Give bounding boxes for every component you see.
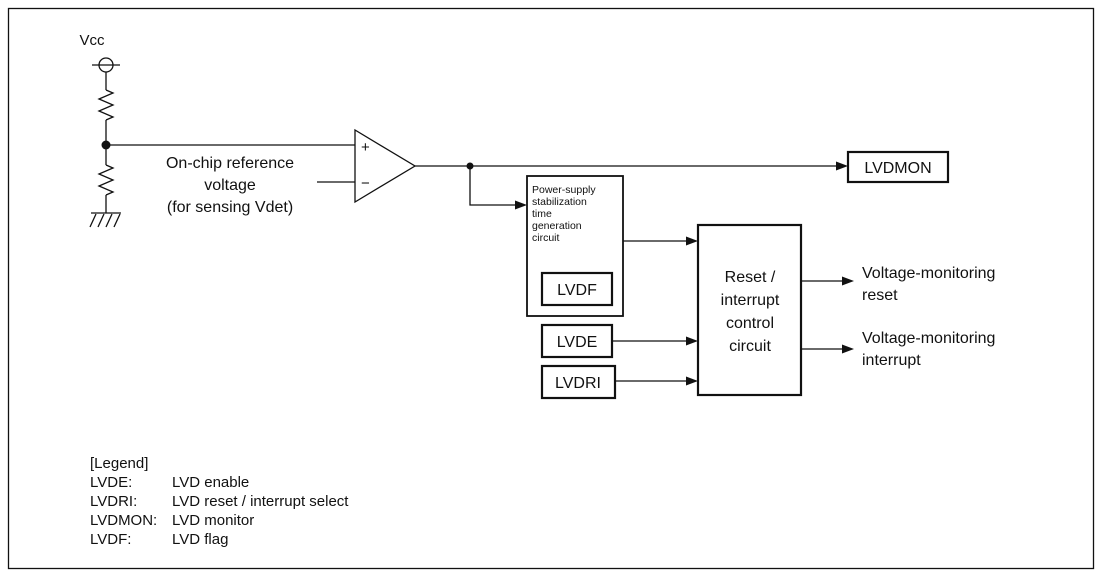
- lvde-label: LVDE: [557, 334, 598, 351]
- comparator-plus: +: [361, 139, 370, 156]
- stabilization-line2: stabilization: [532, 196, 587, 208]
- lower-resistor-icon: [97, 164, 115, 196]
- legend-value-lvdf: LVD flag: [172, 531, 228, 548]
- arrow-to-control-3: [686, 376, 698, 386]
- upper-resistor-icon: [97, 89, 115, 121]
- arrow-interrupt-output: [842, 344, 854, 354]
- stabilization-line1: Power-supply: [532, 184, 596, 196]
- control-block: [696, 223, 803, 397]
- legend-value-lvdri: LVD reset / interrupt select: [172, 493, 349, 510]
- reference-label-line3: (for sensing Vdet): [167, 199, 293, 216]
- arrow-to-stabilization: [515, 200, 527, 210]
- legend-value-lvdmon: LVD monitor: [172, 512, 254, 529]
- control-line3: control: [726, 315, 774, 332]
- legend-key-lvde: LVDE:: [90, 474, 132, 491]
- vcc-terminal-icon: [92, 57, 120, 73]
- lvdmon-label: LVDMON: [864, 160, 931, 177]
- branch-to-stabilization-wire: [469, 166, 517, 206]
- reference-label-line1: On-chip reference: [166, 155, 294, 172]
- arrow-reset-output: [842, 276, 854, 286]
- legend-title: [Legend]: [90, 455, 148, 472]
- output-reset-line2: reset: [862, 287, 898, 304]
- output-interrupt-line1: Voltage-monitoring: [862, 330, 995, 347]
- control-line1: Reset /: [725, 269, 776, 286]
- lvdri-box: [540, 364, 617, 400]
- vcc-label: Vcc: [79, 32, 105, 49]
- lvdf-label: LVDF: [557, 282, 597, 299]
- lvdri-label: LVDRI: [555, 375, 601, 392]
- control-line4: circuit: [729, 338, 771, 355]
- arrow-to-lvdmon: [836, 161, 848, 171]
- legend-key-lvdf: LVDF:: [90, 531, 131, 548]
- legend-value-lvde: LVD enable: [172, 474, 249, 491]
- output-interrupt-line2: interrupt: [862, 352, 921, 369]
- arrow-to-control-2: [686, 336, 698, 346]
- diagram-frame: [7, 7, 1095, 570]
- stabilization-line3: time: [532, 208, 552, 220]
- stabilization-line4: generation: [532, 220, 582, 232]
- output-reset-line1: Voltage-monitoring: [862, 265, 995, 282]
- ground-icon: [89, 212, 121, 228]
- stabilization-line5: circuit: [532, 232, 560, 244]
- comparator-minus: −: [361, 175, 370, 192]
- lvdf-box: [540, 271, 614, 307]
- legend-key-lvdmon: LVDMON:: [90, 512, 157, 529]
- comparator-icon: [354, 128, 417, 204]
- control-line2: interrupt: [721, 292, 780, 309]
- legend-key-lvdri: LVDRI:: [90, 493, 137, 510]
- arrow-to-control-1: [686, 236, 698, 246]
- lvdmon-box: [846, 150, 950, 184]
- reference-label-line2: voltage: [204, 177, 256, 194]
